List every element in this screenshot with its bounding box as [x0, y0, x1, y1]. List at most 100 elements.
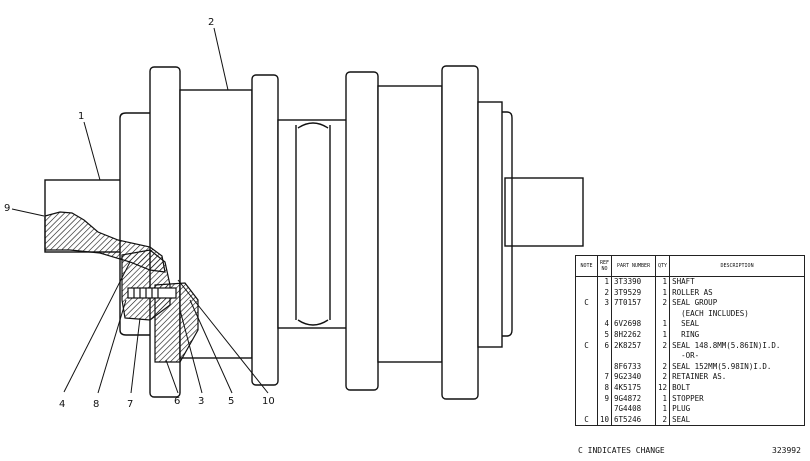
row-ref-no: 9: [596, 393, 613, 405]
header-note: NOTE: [575, 255, 598, 277]
row-description: -OR-: [669, 351, 805, 362]
row-description: SEAL 152MM(5.98IN)I.D.: [669, 361, 805, 373]
row-note: [575, 393, 598, 405]
callout-7: 7: [127, 399, 133, 410]
row-description: RING: [669, 329, 805, 341]
row-ref-no: 8: [596, 382, 613, 394]
parts-list-table: NOTE REF NO PART NUMBER QTY DESCRIPTION …: [575, 255, 805, 427]
row-qty: 12: [655, 382, 671, 394]
row-qty: 2: [655, 414, 671, 427]
row-description: PLUG: [669, 404, 805, 415]
row-qty: 1: [655, 319, 671, 330]
row-note: C: [575, 340, 598, 352]
row-part-number: 3T9529: [611, 287, 657, 299]
hub-cap-right: [477, 101, 503, 348]
row-note: C: [575, 414, 598, 427]
callout-1: 1: [78, 111, 84, 122]
row-ref-no: 5: [596, 329, 613, 341]
row-note: [575, 382, 598, 394]
row-note: C: [575, 298, 598, 309]
row-part-number: 8F6733: [611, 361, 657, 373]
callout-3: 3: [198, 396, 204, 407]
leader-5: [189, 299, 233, 394]
row-part-number: 6V2698: [611, 319, 657, 330]
row-qty: 2: [655, 340, 671, 352]
change-footnote: C INDICATES CHANGE: [578, 446, 665, 455]
row-part-number: 2K8257: [611, 340, 657, 352]
row-qty: 1: [655, 404, 671, 415]
drawing-number: 323992: [772, 446, 801, 455]
callout-6: 6: [174, 396, 180, 407]
tread-right: [377, 85, 443, 363]
header-description: DESCRIPTION: [669, 255, 805, 277]
row-note: [575, 308, 598, 320]
flange-right-inner: [345, 71, 379, 391]
row-qty: 1: [655, 393, 671, 405]
row-ref-no: 1: [596, 276, 613, 288]
header-qty: QTY: [655, 255, 671, 277]
table-row: (EACH INCLUDES): [575, 308, 805, 320]
header-part-number: PART NUMBER: [611, 255, 657, 277]
row-part-number: 6T5246: [611, 414, 657, 427]
shaft-right-end: [504, 177, 584, 247]
seal-group-section: [154, 282, 199, 363]
leader-10: [177, 279, 269, 394]
row-note: [575, 319, 598, 330]
row-ref-no: 10: [596, 414, 613, 427]
row-note: [575, 276, 598, 288]
row-qty: 1: [655, 329, 671, 341]
callout-2: 2: [208, 17, 214, 28]
row-description: SEAL: [669, 319, 805, 330]
row-description: ROLLER AS: [669, 287, 805, 299]
callout-4: 4: [59, 399, 65, 410]
callout-5: 5: [228, 396, 234, 407]
row-note: [575, 351, 598, 362]
leader-4: [63, 261, 131, 393]
leader-8: [97, 299, 127, 394]
row-qty: 2: [655, 361, 671, 373]
row-note: [575, 287, 598, 299]
row-part-number: 8H2262: [611, 329, 657, 341]
row-description: SEAL 148.8MM(5.86IN)I.D.: [669, 340, 805, 352]
leader-7: [130, 317, 141, 394]
leader-2: [213, 27, 229, 91]
row-ref-no: 4: [596, 319, 613, 330]
row-note: [575, 404, 598, 415]
table-header-row: NOTE REF NO PART NUMBER QTY DESCRIPTION: [575, 255, 805, 277]
row-qty: 1: [655, 287, 671, 299]
leader-6: [165, 359, 179, 394]
header-ref-no: REF NO: [596, 255, 613, 277]
leader-9: [11, 208, 45, 217]
row-ref-no: [596, 308, 613, 320]
row-description: SEAL: [669, 414, 805, 427]
row-part-number: [611, 308, 657, 320]
row-qty: 1: [655, 276, 671, 288]
row-description: STOPPER: [669, 393, 805, 405]
row-description: BOLT: [669, 382, 805, 394]
row-note: [575, 361, 598, 373]
row-ref-no: 7: [596, 372, 613, 383]
table-row: -OR-: [575, 351, 805, 362]
leader-3: [179, 309, 203, 394]
callout-8: 8: [93, 399, 99, 410]
row-part-number: 9G4872: [611, 393, 657, 405]
row-qty: 2: [655, 372, 671, 383]
row-qty: [655, 308, 671, 320]
row-description: SEAL GROUP: [669, 298, 805, 309]
row-note: [575, 329, 598, 341]
row-part-number: 3T3390: [611, 276, 657, 288]
row-description: (EACH INCLUDES): [669, 308, 805, 320]
callout-10: 10: [262, 396, 275, 407]
row-description: SHAFT: [669, 276, 805, 288]
